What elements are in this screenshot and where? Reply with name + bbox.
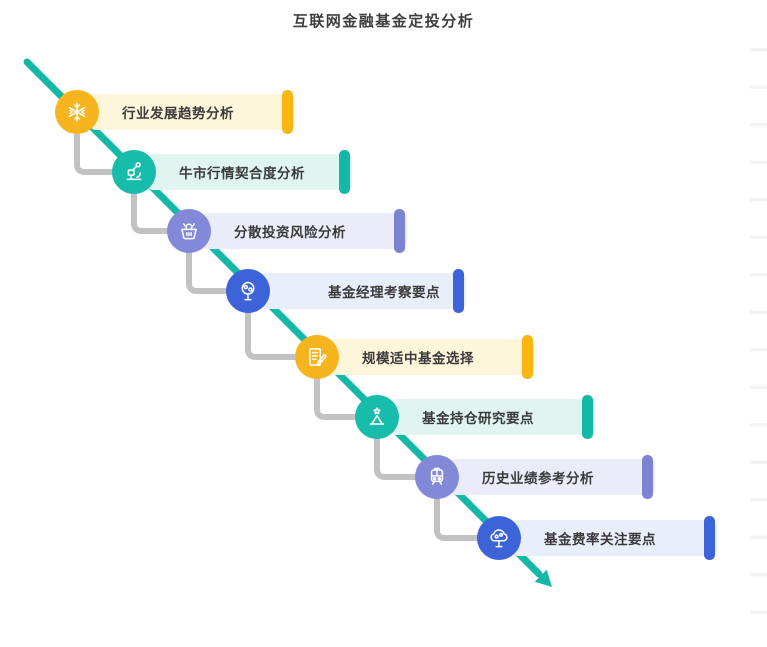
connector-1-2 <box>74 112 134 175</box>
step-node-1[interactable]: 行业发展趋势分析 <box>55 90 295 134</box>
step-circle[interactable] <box>295 335 339 379</box>
step-node-8[interactable]: 基金费率关注要点 <box>477 516 717 560</box>
step-label: 牛市行情契合度分析 <box>179 166 305 181</box>
document-pencil-icon <box>309 348 327 366</box>
step-label: 行业发展趋势分析 <box>122 106 234 121</box>
step-node-7[interactable]: 历史业绩参考分析 <box>415 455 655 499</box>
step-node-6[interactable]: 基金持仓研究要点 <box>355 395 595 439</box>
step-circle[interactable] <box>55 90 99 134</box>
connector-7-8 <box>434 477 499 541</box>
step-node-5[interactable]: 规模适中基金选择 <box>295 335 535 379</box>
connector-4-5 <box>245 291 317 360</box>
step-label: 基金经理考察要点 <box>328 285 440 300</box>
step-node-2[interactable]: 牛市行情契合度分析 <box>112 150 352 194</box>
accent-bar <box>704 516 715 560</box>
connector-2-3 <box>131 172 189 234</box>
tree-icon <box>241 281 255 301</box>
step-circle[interactable] <box>226 269 270 313</box>
step-label: 规模适中基金选择 <box>362 351 474 366</box>
step-label: 基金持仓研究要点 <box>422 411 534 426</box>
step-label-pill[interactable]: 基金持仓研究要点 <box>390 395 595 439</box>
connector-6-7 <box>374 417 437 480</box>
step-label-pill[interactable]: 分散投资风险分析 <box>202 209 407 253</box>
step-label-pill[interactable]: 基金费率关注要点 <box>512 516 717 560</box>
connector-5-6 <box>314 357 377 420</box>
step-circle[interactable] <box>477 516 521 560</box>
connector-3-4 <box>186 231 248 294</box>
step-label: 分散投资风险分析 <box>234 225 346 240</box>
step-node-3[interactable]: 分散投资风险分析 <box>167 209 407 253</box>
step-label-pill[interactable]: 规模适中基金选择 <box>330 335 535 379</box>
microscope-icon <box>126 162 142 181</box>
accent-bar <box>339 150 350 194</box>
accent-bar <box>453 269 464 313</box>
accent-bar <box>522 335 533 379</box>
step-label: 基金费率关注要点 <box>544 532 656 547</box>
step-label: 历史业绩参考分析 <box>482 471 594 486</box>
step-circle[interactable] <box>415 455 459 499</box>
connector-lines <box>74 112 499 541</box>
step-node-4[interactable]: 基金经理考察要点 <box>226 269 466 313</box>
accent-bar <box>394 209 405 253</box>
trend-arrow-head <box>534 569 552 587</box>
snowflake-icon <box>68 102 86 122</box>
step-circle[interactable] <box>167 209 211 253</box>
accent-bar <box>582 395 593 439</box>
accent-bar <box>642 455 653 499</box>
step-circle[interactable] <box>112 150 156 194</box>
step-label-pill[interactable]: 行业发展趋势分析 <box>90 90 295 134</box>
train-icon <box>430 467 444 485</box>
basket-icon <box>181 223 197 240</box>
accent-bar <box>282 90 293 134</box>
mountain-star-icon <box>369 407 385 425</box>
step-label-pill[interactable]: 基金经理考察要点 <box>261 269 466 313</box>
money-tree-icon <box>490 529 508 548</box>
step-label-pill[interactable]: 牛市行情契合度分析 <box>147 150 352 194</box>
step-label-pill[interactable]: 历史业绩参考分析 <box>450 455 655 499</box>
page-title: 互联网金融基金定投分析 <box>292 13 475 30</box>
step-circle[interactable] <box>355 395 399 439</box>
